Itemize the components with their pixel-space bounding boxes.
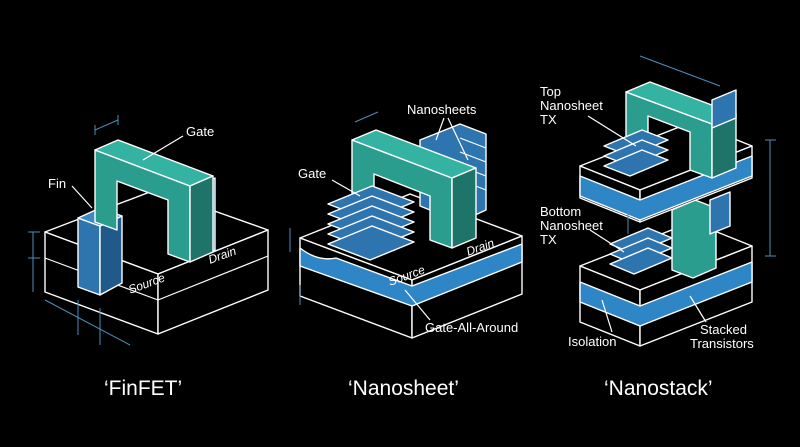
- top-nanosheet-stack: [603, 89, 737, 177]
- top-tx-label-2: Nanosheet: [540, 98, 603, 113]
- finfet-caption: ‘FinFET’: [104, 377, 182, 400]
- gate-all-around-layer: [299, 243, 523, 307]
- stacked-transistors-label-1: Stacked: [700, 322, 747, 337]
- front-nanosheet-stack: [327, 185, 415, 261]
- bottom-tx-label-1: Bottom: [540, 204, 581, 219]
- nanostack-middle-layer: [579, 155, 753, 221]
- bottom-tx-label-2: Nanosheet: [540, 218, 603, 233]
- nanosheet-diagram: Nanosheets Gate Source Drain Gate-All-Ar…: [289, 102, 523, 400]
- bottom-tx-label-3: TX: [540, 232, 557, 247]
- nanostack-caption: ‘Nanostack’: [604, 377, 713, 400]
- gate-all-around-label: Gate-All-Around: [425, 320, 518, 335]
- nanostack-isolation-layer: [579, 261, 753, 327]
- top-tx-label-3: TX: [540, 112, 557, 127]
- finfet-diagram: Gate Fin Source Drain ‘FinFET’: [28, 115, 269, 400]
- isolation-label: Isolation: [568, 334, 616, 349]
- nanosheets-label: Nanosheets: [407, 102, 477, 117]
- nanosheet-gate-side: [451, 167, 477, 249]
- nanostack-diagram: Top Nanosheet TX Bottom Nanosheet TX Iso…: [540, 55, 776, 400]
- nanosheet-gate-label: Gate: [298, 166, 326, 181]
- finfet-gate-label: Gate: [186, 124, 214, 139]
- bottom-nanosheet-stack: [609, 191, 731, 275]
- finfet-substrate-right: [157, 229, 269, 335]
- nanosheet-caption: ‘Nanosheet’: [348, 377, 459, 400]
- finfet-gate-side: [189, 175, 214, 263]
- fin-front: [77, 217, 101, 296]
- top-tx-label-1: Top: [540, 84, 561, 99]
- stacked-transistors-label-2: Transistors: [690, 336, 754, 351]
- finfet-fin-label: Fin: [48, 176, 66, 191]
